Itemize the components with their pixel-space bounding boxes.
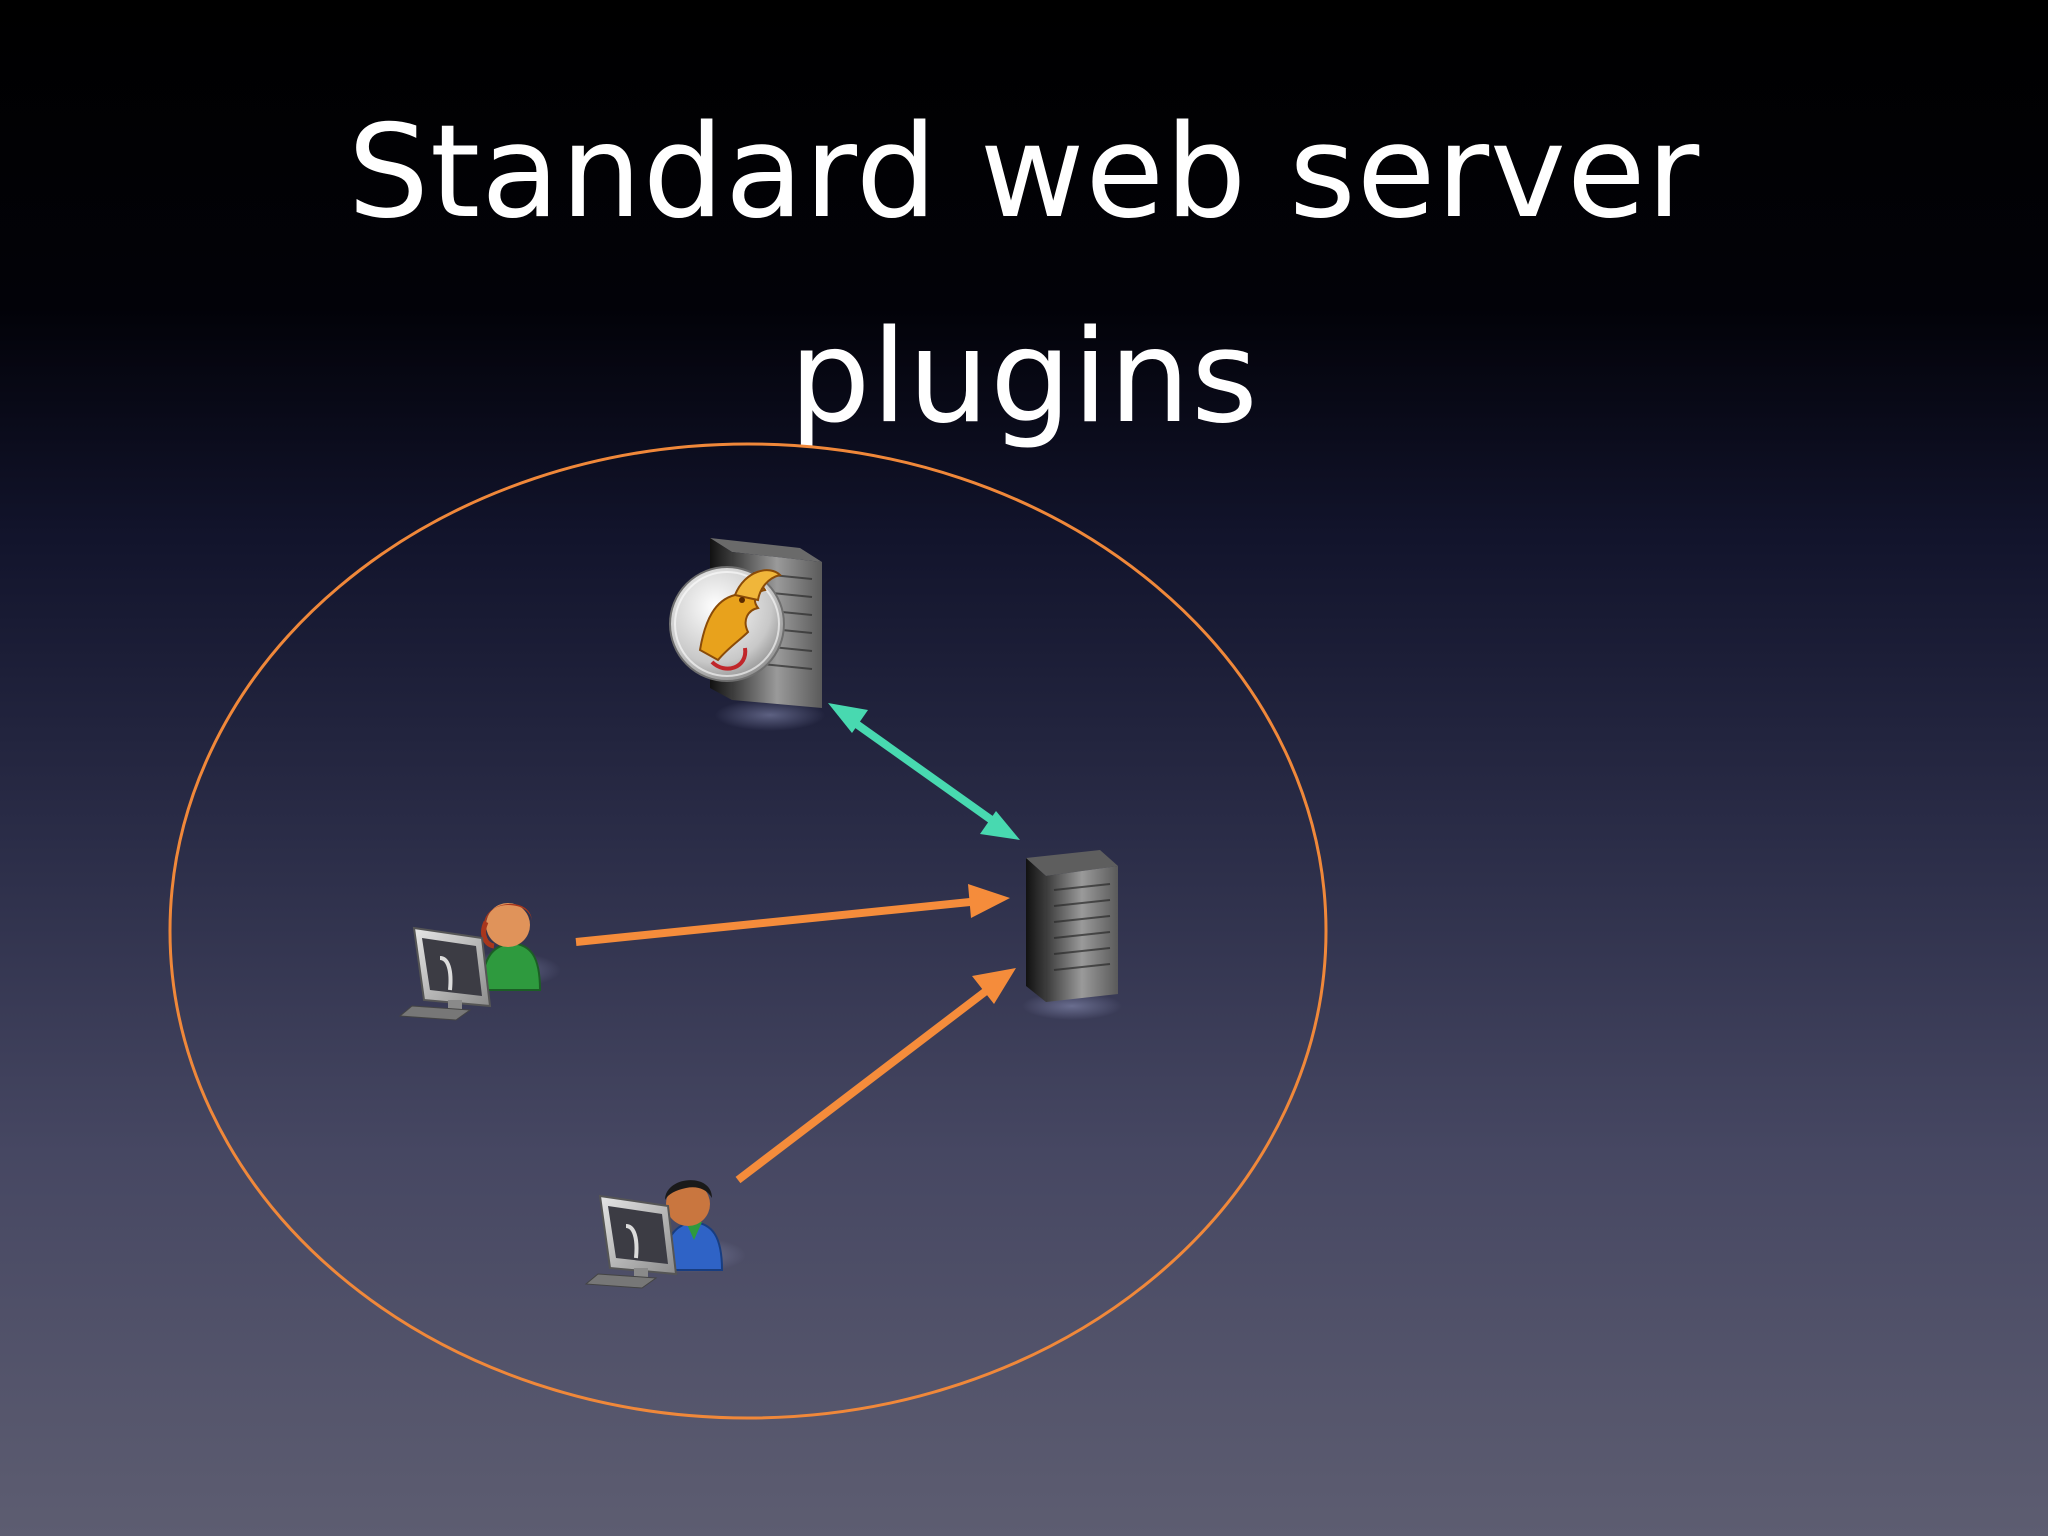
slide-title-line-2: plugins <box>789 303 1259 452</box>
user-1-at-computer-icon <box>398 903 561 1021</box>
idp-to-web-server-arrow <box>828 703 1020 840</box>
slide-title-line-1: Standard web server <box>347 98 1701 247</box>
trust-boundary-ellipse <box>168 442 1328 1420</box>
web-server-icon <box>1022 850 1122 1020</box>
user-2-to-web-server-arrow <box>735 968 1016 1184</box>
slide-title: Standard web server plugins <box>0 70 2048 480</box>
griffin-logo-badge-icon <box>669 566 785 682</box>
user-1-to-web-server-arrow <box>575 884 1010 946</box>
user-2-at-computer-icon <box>584 1180 746 1289</box>
